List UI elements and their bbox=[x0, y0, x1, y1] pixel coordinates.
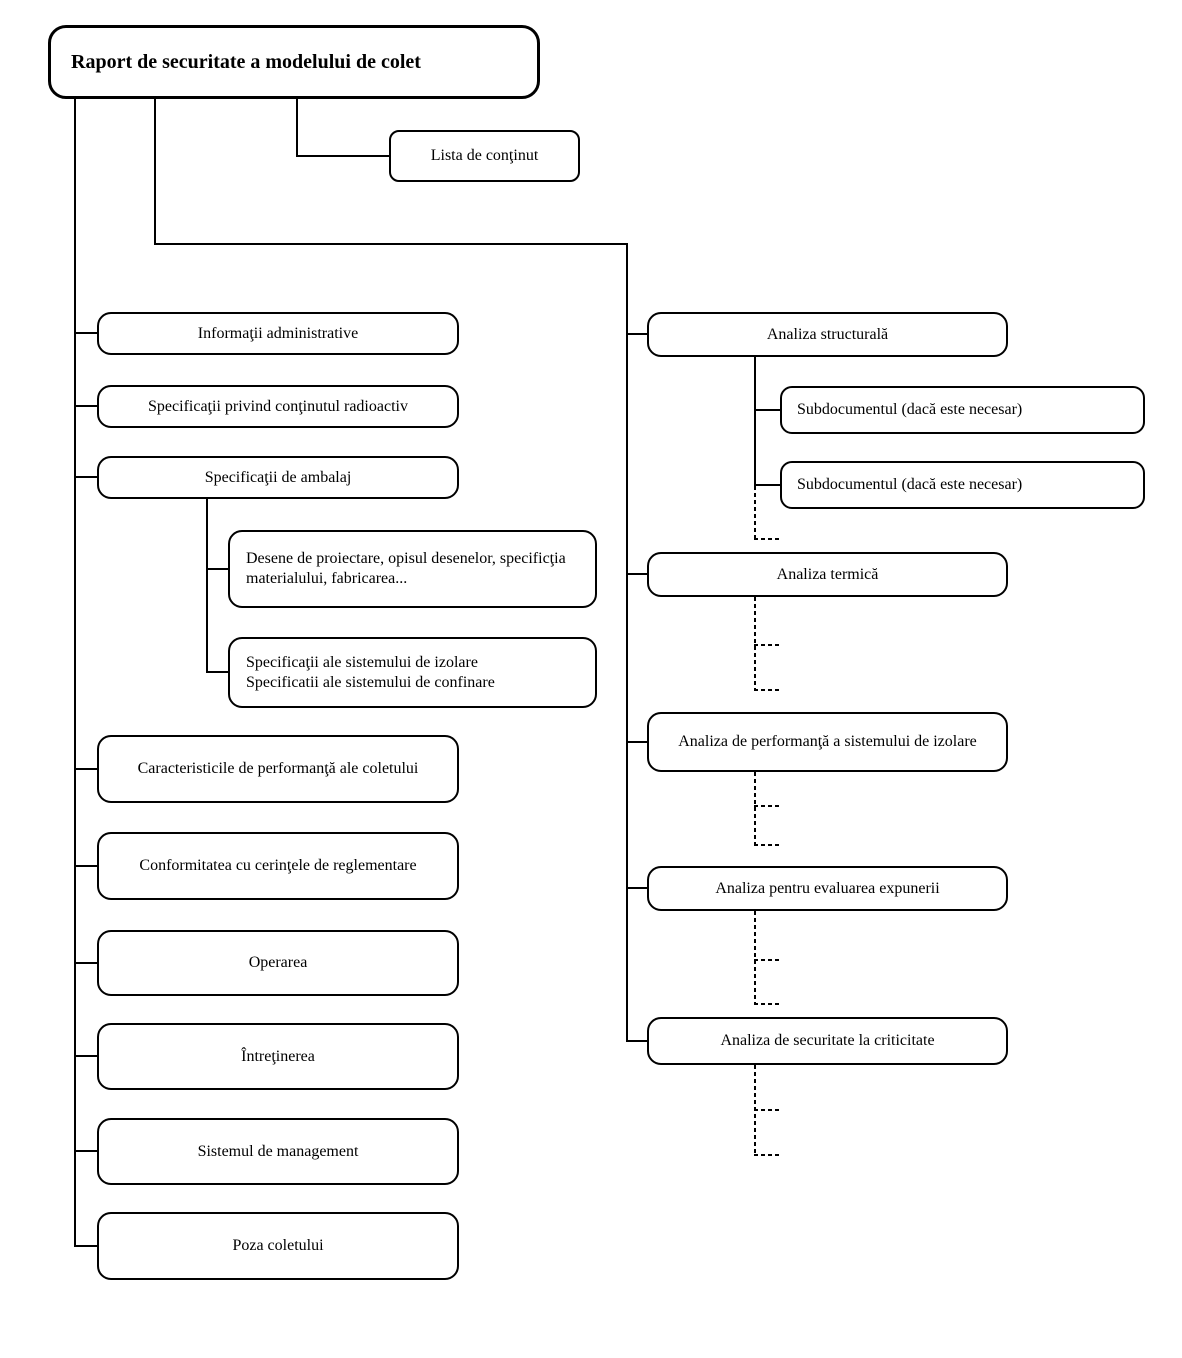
connector-line bbox=[74, 332, 99, 334]
node-label: Subdocumentul (dacă este necesar) bbox=[797, 476, 1023, 493]
node-specificatii-continut-radioactiv: Specificaţii privind conţinutul radioact… bbox=[97, 385, 459, 428]
connector-line bbox=[627, 333, 649, 335]
connector-line-dashed bbox=[754, 911, 756, 1005]
connector-line-dashed bbox=[754, 772, 756, 846]
connector-line-dashed bbox=[754, 1109, 780, 1111]
connector-line bbox=[74, 405, 99, 407]
connector-line bbox=[754, 357, 756, 486]
node-label: Analiza termică bbox=[776, 565, 879, 583]
connector-line bbox=[154, 99, 156, 245]
connector-line-dashed bbox=[754, 1154, 780, 1156]
node-label-line1: Specificaţii ale sistemului de izolare bbox=[246, 653, 478, 671]
node-label: Întreţinerea bbox=[241, 1047, 315, 1065]
connector-line-dashed bbox=[754, 959, 780, 961]
node-report-title: Raport de securitate a modelului de cole… bbox=[48, 25, 540, 99]
connector-line bbox=[206, 499, 208, 673]
node-poza-coletului: Poza coletului bbox=[97, 1212, 459, 1280]
node-sistem-management: Sistemul de management bbox=[97, 1118, 459, 1185]
node-sisteme-izolare-confinare: Specificaţii ale sistemului de izolare S… bbox=[228, 637, 597, 708]
connector-line bbox=[627, 1040, 649, 1042]
node-label: Specificaţii privind conţinutul radioact… bbox=[148, 397, 408, 415]
node-analiza-termica: Analiza termică bbox=[647, 552, 1008, 597]
node-analiza-evaluare-expunere: Analiza pentru evaluarea expunerii bbox=[647, 866, 1008, 911]
connector-line bbox=[626, 243, 628, 1042]
node-analiza-performanta-izolare: Analiza de performanţă a sistemului de i… bbox=[647, 712, 1008, 772]
connector-line bbox=[74, 962, 99, 964]
connector-line bbox=[154, 243, 628, 245]
connector-line bbox=[296, 99, 298, 157]
node-label: Conformitatea cu cerinţele de reglementa… bbox=[139, 857, 417, 874]
connector-line bbox=[627, 741, 649, 743]
connector-line-dashed bbox=[754, 644, 780, 646]
connector-line bbox=[754, 484, 782, 486]
connector-line bbox=[627, 573, 649, 575]
connector-line-dashed bbox=[754, 844, 780, 846]
node-analiza-securitate-criticitate: Analiza de securitate la criticitate bbox=[647, 1017, 1008, 1065]
connector-line bbox=[627, 887, 649, 889]
node-subdocument-2: Subdocumentul (dacă este necesar) bbox=[780, 461, 1145, 509]
connector-line bbox=[206, 568, 230, 570]
node-label: Lista de conţinut bbox=[430, 147, 539, 164]
node-label: Caracteristicile de performanţă ale cole… bbox=[137, 760, 419, 777]
connector-line bbox=[754, 409, 782, 411]
connector-line-dashed bbox=[754, 486, 756, 540]
node-label: Informaţii administrative bbox=[197, 324, 359, 342]
connector-line bbox=[74, 1150, 99, 1152]
node-label: Specificaţii de ambalaj bbox=[204, 468, 352, 486]
node-informatii-administrative: Informaţii administrative bbox=[97, 312, 459, 355]
node-intretinerea: Întreţinerea bbox=[97, 1023, 459, 1090]
node-label: Raport de securitate a modelului de cole… bbox=[71, 50, 421, 73]
connector-line-dashed bbox=[754, 538, 780, 540]
connector-line-dashed bbox=[754, 805, 780, 807]
node-conformitate-reglementare: Conformitatea cu cerinţele de reglementa… bbox=[97, 832, 459, 900]
node-operarea: Operarea bbox=[97, 930, 459, 996]
connector-line bbox=[297, 155, 389, 157]
connector-line bbox=[74, 99, 76, 1247]
node-caracteristici-performanta: Caracteristicile de performanţă ale cole… bbox=[97, 735, 459, 803]
node-label: Sistemul de management bbox=[197, 1142, 359, 1160]
node-specificatii-ambalaj: Specificaţii de ambalaj bbox=[97, 456, 459, 499]
connector-line bbox=[206, 671, 230, 673]
connector-line bbox=[74, 865, 99, 867]
connector-line bbox=[74, 476, 99, 478]
connector-line bbox=[74, 1055, 99, 1057]
node-toc: Lista de conţinut bbox=[389, 130, 580, 182]
connector-line bbox=[74, 768, 99, 770]
connector-line-dashed bbox=[754, 1003, 780, 1005]
node-label: Analiza structurală bbox=[766, 325, 889, 343]
node-analiza-structurala: Analiza structurală bbox=[647, 312, 1008, 357]
node-label: Subdocumentul (dacă este necesar) bbox=[797, 401, 1023, 418]
node-label: Analiza pentru evaluarea expunerii bbox=[715, 879, 940, 897]
connector-line bbox=[74, 1245, 99, 1247]
node-label: Operarea bbox=[248, 954, 308, 971]
node-label: Analiza de performanţă a sistemului de i… bbox=[678, 733, 977, 750]
node-label: Poza coletului bbox=[232, 1237, 324, 1254]
node-desene-proiectare: Desene de proiectare, opisul desenelor, … bbox=[228, 530, 597, 608]
connector-line-dashed bbox=[754, 689, 780, 691]
node-label: Analiza de securitate la criticitate bbox=[720, 1032, 935, 1049]
node-subdocument-1: Subdocumentul (dacă este necesar) bbox=[780, 386, 1145, 434]
node-label-line2: Specificatii ale sistemului de confinare bbox=[246, 673, 495, 691]
node-label: Desene de proiectare, opisul desenelor, … bbox=[246, 550, 566, 587]
